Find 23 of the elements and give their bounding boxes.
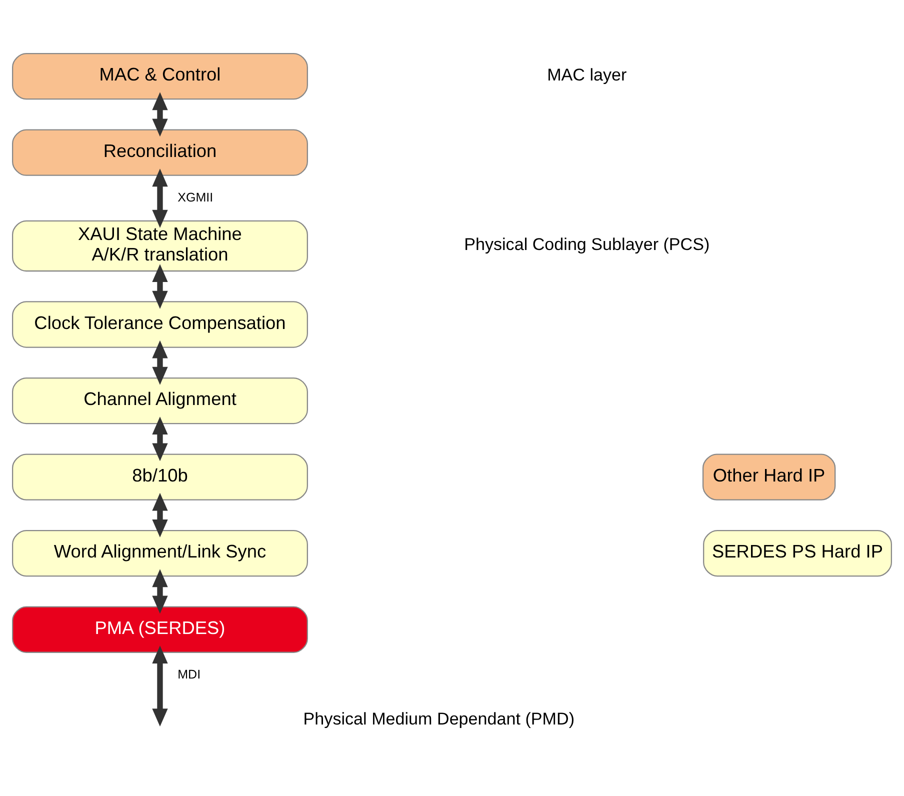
node-box: MAC & Control — [12, 52, 308, 100]
label: MAC layer — [547, 64, 627, 84]
node-box: XAUI State Machine A/K/R translation — [12, 220, 308, 272]
node-box: 8b/10b — [12, 453, 308, 500]
arrow — [152, 492, 168, 537]
arrow — [152, 264, 168, 308]
node-box: Clock Tolerance Compensation — [12, 300, 308, 348]
arrow — [152, 568, 168, 614]
node-box: SERDES PS Hard IP — [703, 529, 892, 576]
edge-label: XGMII — [178, 190, 214, 204]
label: Physical Medium Dependant (PMD) — [303, 709, 575, 728]
arrow — [152, 645, 168, 726]
node-box: PMA (SERDES) — [12, 606, 308, 652]
node-box: Other Hard IP — [702, 453, 836, 500]
node-box: Word Alignment/Link Sync — [12, 529, 308, 576]
arrow — [152, 168, 168, 228]
arrow — [152, 340, 168, 384]
arrow — [152, 92, 168, 136]
label: Physical Coding Sublayer (PCS) — [464, 234, 710, 254]
node-box: Reconciliation — [12, 128, 308, 176]
edge-label: MDI — [178, 666, 201, 681]
node-box: Channel Alignment — [12, 376, 308, 424]
arrow — [152, 416, 168, 461]
